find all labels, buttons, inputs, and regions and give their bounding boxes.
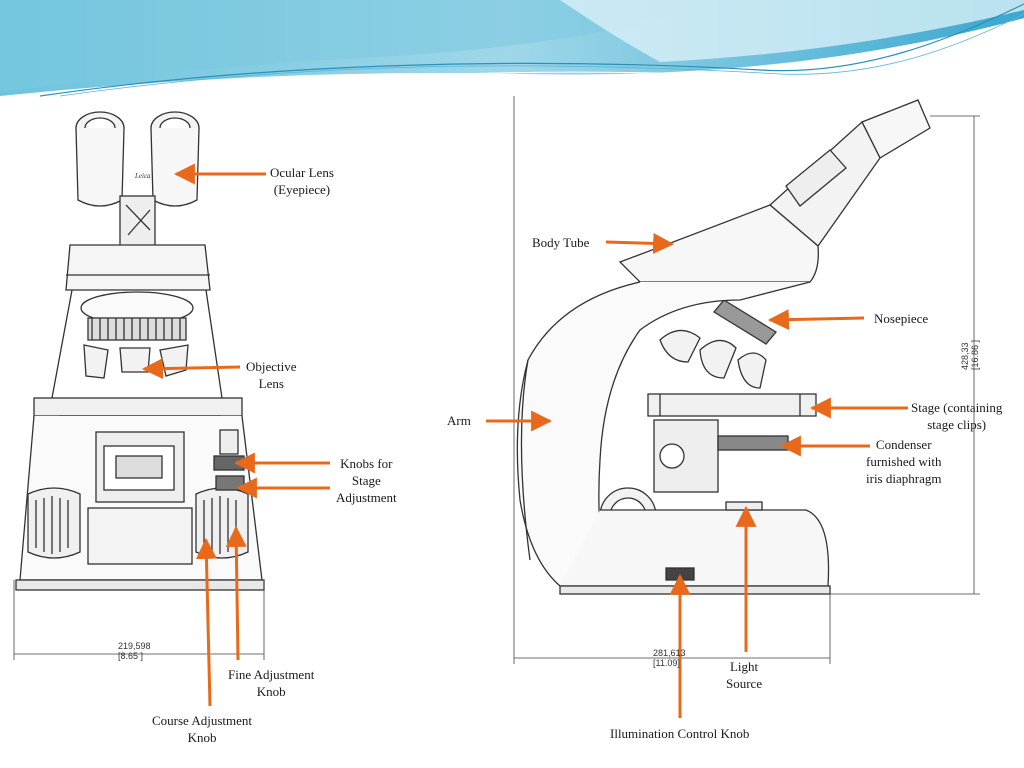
label-objective-lens: Objective Lens: [246, 359, 297, 391]
dimension-lines: [13, 96, 980, 664]
label-condenser: Condenser furnished with iris diaphragm: [866, 437, 942, 486]
label-stage-adjustment-knobs: Knobs for Stage Adjustment: [336, 456, 397, 505]
side-width-dimension: 281,613 [11.09]: [653, 648, 686, 668]
label-body-tube: Body Tube: [532, 235, 590, 250]
arrow-fine: [225, 525, 247, 661]
side-view-microscope: [516, 99, 931, 595]
label-light-source: Light Source: [726, 659, 763, 691]
front-width-dimension: 219,598 [8.65 ]: [118, 641, 151, 661]
label-arm: Arm: [447, 413, 471, 428]
svg-text:Leica: Leica: [134, 172, 151, 180]
label-ocular-lens: Ocular Lens (Eyepiece): [270, 165, 334, 197]
label-fine-adjustment-knob: Fine Adjustment Knob: [228, 667, 315, 699]
label-course-adjustment-knob: Course Adjustment Knob: [152, 713, 253, 745]
pointer-arrows: [141, 163, 908, 718]
label-stage: Stage (containing stage clips): [911, 400, 1003, 432]
front-eyepieces: Leica: [75, 111, 200, 247]
front-view-microscope: Leica: [15, 111, 265, 591]
side-height-dimension: 428,33 [16.86 ]: [960, 339, 980, 370]
label-illumination-control-knob: Illumination Control Knob: [610, 726, 750, 741]
label-nosepiece: Nosepiece: [874, 311, 929, 326]
arrow-objective: [141, 358, 241, 380]
arrow-nosepiece: [767, 309, 865, 331]
arrow-course: [195, 537, 217, 707]
arrow-body-tube: [605, 232, 675, 254]
header-wave-banner: [0, 0, 1024, 99]
